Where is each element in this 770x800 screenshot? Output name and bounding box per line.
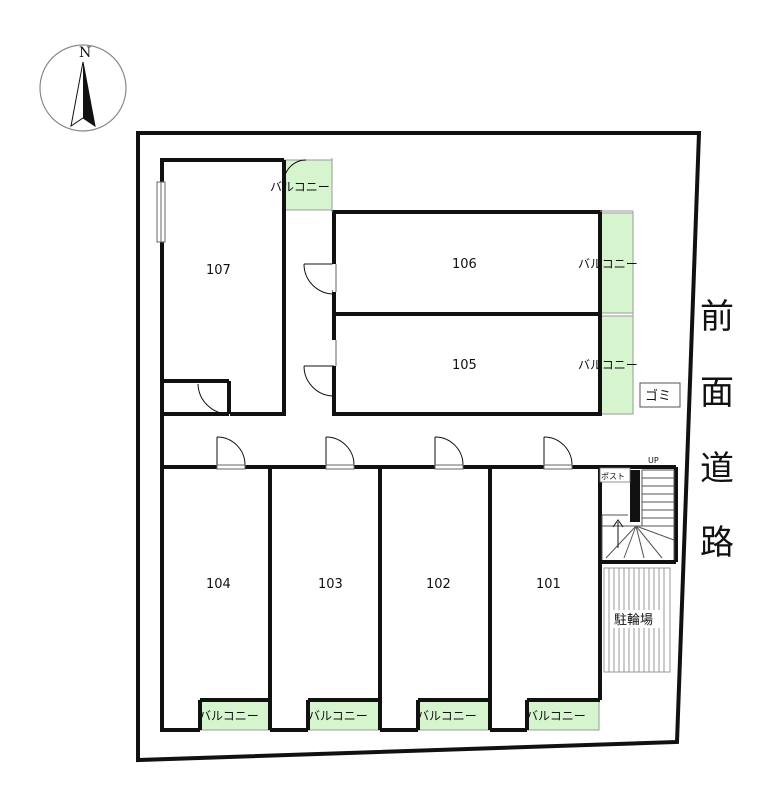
door-103 (325, 436, 355, 470)
balcony-105 (599, 315, 634, 415)
balcony-107-label: バルコニー (270, 180, 330, 194)
room-106-label: 106 (452, 257, 477, 272)
stair-arrow-icon (612, 519, 624, 548)
door-102 (434, 436, 464, 470)
room-105-label: 105 (452, 358, 477, 373)
stair-treads-lower (601, 514, 675, 560)
doors (197, 159, 573, 470)
site-boundary (136, 131, 702, 763)
road-label-char-4: 路 (700, 523, 734, 563)
balcony-104-label: バルコニー (199, 709, 259, 723)
post-box (599, 467, 631, 483)
railings (331, 158, 634, 414)
stair-treads-upper (641, 469, 675, 560)
wall-107-outer (160, 158, 284, 416)
compass-north-label: N (79, 45, 91, 61)
balcony-104 (199, 699, 271, 731)
bike-parking-label: 駐輪場 (614, 612, 653, 628)
bike-parking: 駐輪場 (603, 567, 671, 673)
garbage-label: ゴミ (645, 388, 671, 404)
wall-107-right (230, 160, 286, 416)
door-101 (543, 436, 573, 470)
road-label-char-3: 道 (700, 449, 734, 489)
door-107-balcony (283, 159, 307, 183)
balcony-107 (283, 159, 333, 211)
stair-handrail (630, 470, 640, 522)
stairs: ポスト UP (599, 456, 675, 560)
wall-106 (332, 210, 602, 314)
room-102-label: 102 (426, 577, 451, 592)
room-107-label: 107 (206, 263, 231, 278)
road-label-char-2: 面 (700, 373, 734, 413)
balconies (199, 159, 634, 731)
balcony-103 (307, 699, 381, 731)
garbage-area: ゴミ (639, 382, 681, 408)
north-arrow-icon (83, 62, 95, 126)
door-105 (303, 340, 337, 397)
door-106 (303, 263, 337, 295)
room-104-label: 104 (206, 577, 231, 592)
wall-105 (332, 314, 602, 416)
room-103-label: 103 (318, 577, 343, 592)
balcony-105-label: バルコニー (578, 358, 638, 372)
walls (160, 158, 678, 732)
room-101-label: 101 (536, 577, 561, 592)
compass: N (39, 44, 127, 132)
stair-up-label: UP (648, 456, 659, 465)
door-107 (197, 383, 230, 415)
balcony-106 (599, 212, 634, 314)
balcony-102-label: バルコニー (417, 709, 477, 723)
balcony-101-label: バルコニー (526, 709, 586, 723)
post-label: ポスト (601, 472, 625, 481)
road-label-char-1: 前 (700, 297, 734, 337)
wall-104-left (160, 467, 200, 732)
balcony-106-label: バルコニー (578, 257, 638, 271)
window-107 (156, 181, 166, 243)
balcony-103-label: バルコニー (308, 709, 368, 723)
door-104 (216, 436, 246, 470)
